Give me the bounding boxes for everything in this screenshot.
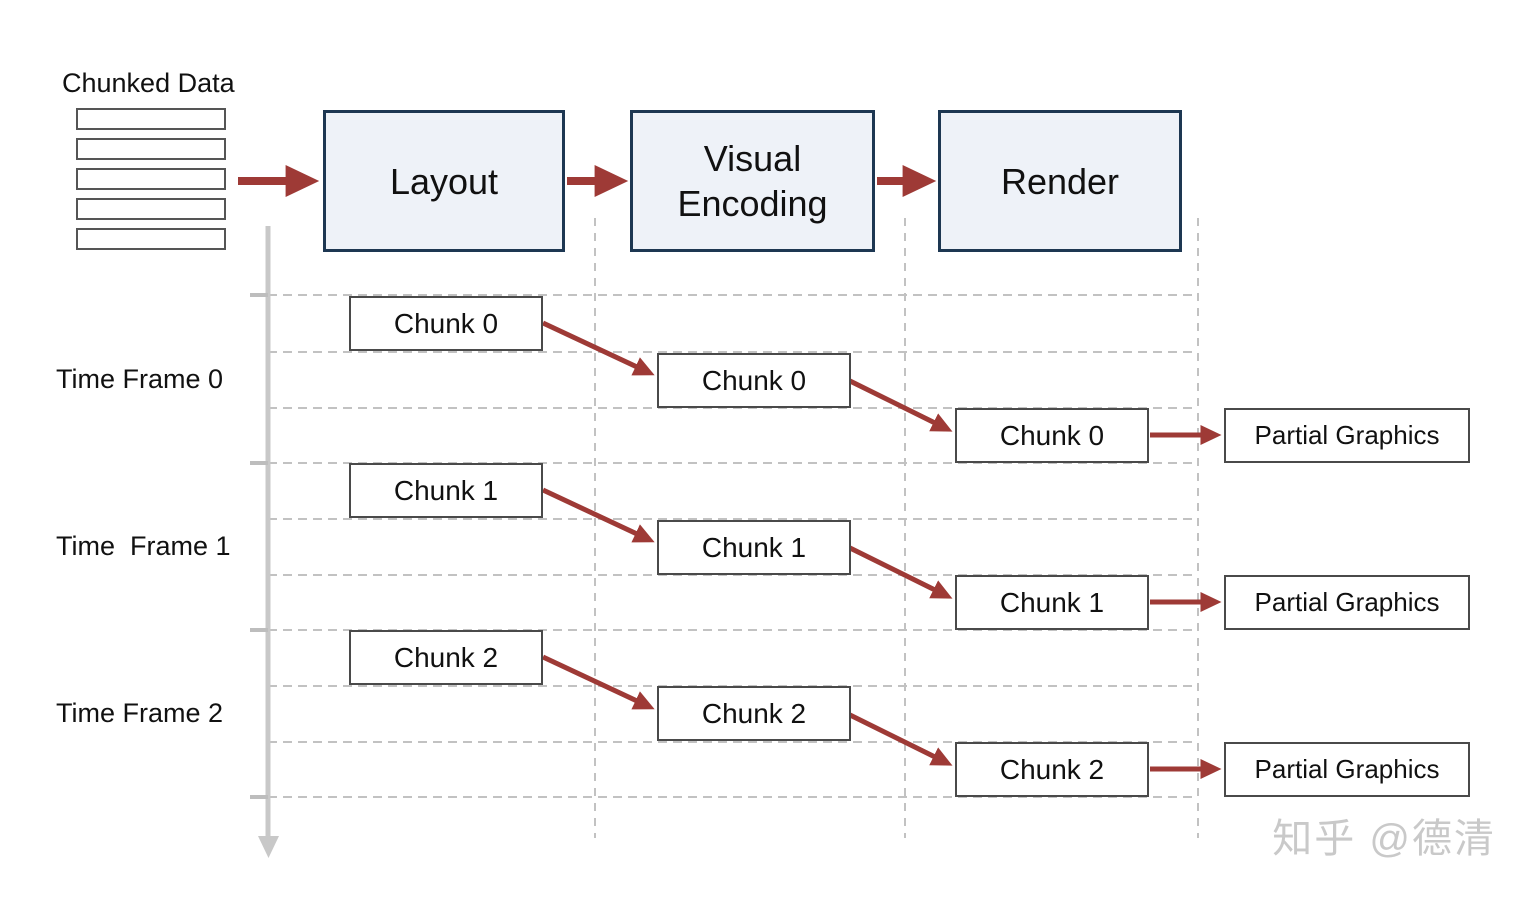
time-frame-label-2: Time Frame 2: [56, 698, 224, 728]
chunked-data-label: Chunked Data: [62, 68, 235, 98]
pipeline-stage-visual-encoding: Visual Encoding: [630, 110, 875, 252]
data-row-rect: [76, 198, 226, 220]
chunk-box-frame2-encoding: Chunk 2: [657, 686, 851, 741]
grid-vertical-lines: [594, 218, 1199, 838]
arrow-chunk0-layout-to-encoding: [541, 320, 655, 376]
time-frame-label-0: Time Frame 0: [56, 364, 224, 394]
arrow-chunk2-layout-to-encoding: [541, 654, 655, 710]
data-row-rect: [76, 228, 226, 250]
chunk-box-frame1-render: Chunk 1: [955, 575, 1149, 630]
data-row-rect: [76, 108, 226, 130]
pipeline-stage-layout: Layout: [323, 110, 565, 252]
data-row-rect: [76, 168, 226, 190]
arrow-chunk0-encoding-to-render: [846, 377, 953, 432]
partial-graphics-box-0: Partial Graphics: [1224, 408, 1470, 463]
arrow-chunk1-layout-to-encoding: [541, 487, 655, 543]
chunk-box-frame2-layout: Chunk 2: [349, 630, 543, 685]
data-row-rect: [76, 138, 226, 160]
chunk-flow-arrows: [541, 320, 1222, 779]
chunk-box-frame1-layout: Chunk 1: [349, 463, 543, 518]
partial-graphics-box-2: Partial Graphics: [1224, 742, 1470, 797]
chunk-box-frame0-encoding: Chunk 0: [657, 353, 851, 408]
timeline-ticks: [250, 293, 268, 799]
time-frame-label-1: Time Frame 1: [56, 531, 231, 561]
timeline-axis: [250, 226, 279, 858]
arrow-chunk1-encoding-to-render: [846, 544, 953, 599]
partial-graphics-box-1: Partial Graphics: [1224, 575, 1470, 630]
chunked-data-stack: [76, 108, 226, 250]
pipeline-stage-render: Render: [938, 110, 1182, 252]
watermark: 知乎 @德清: [1272, 817, 1496, 861]
chunk-box-frame1-encoding: Chunk 1: [657, 520, 851, 575]
arrow-chunk2-encoding-to-render: [846, 711, 953, 766]
chunk-box-frame0-render: Chunk 0: [955, 408, 1149, 463]
chunk-box-frame2-render: Chunk 2: [955, 742, 1149, 797]
chunk-box-frame0-layout: Chunk 0: [349, 296, 543, 351]
